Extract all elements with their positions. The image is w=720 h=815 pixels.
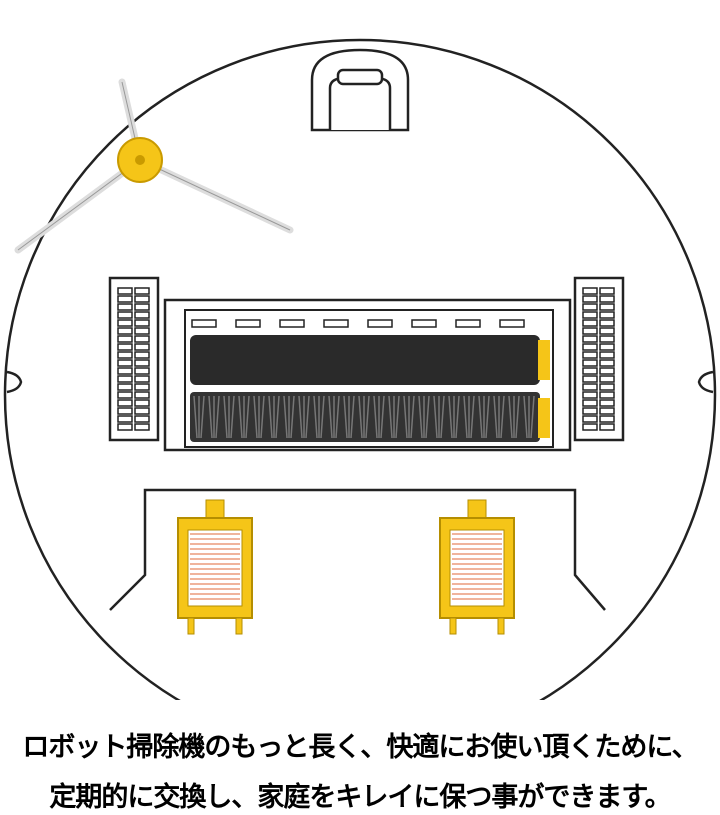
caption-line-1: ロボット掃除機のもっと長く、快適にお使い頂くために、 (22, 732, 698, 763)
dustbin-outline (109, 488, 606, 611)
side-notches (6, 370, 714, 394)
caption-line-2: 定期的に交換し、家庭をキレイに保つ事ができます。 (49, 782, 671, 813)
side-brush (14, 78, 294, 254)
right-sensor-panel (573, 276, 625, 442)
main-brush (190, 335, 550, 442)
left-sensor-panel (108, 276, 160, 442)
filter-right (439, 499, 515, 635)
filter-left (177, 499, 253, 635)
front-caster (310, 48, 410, 132)
